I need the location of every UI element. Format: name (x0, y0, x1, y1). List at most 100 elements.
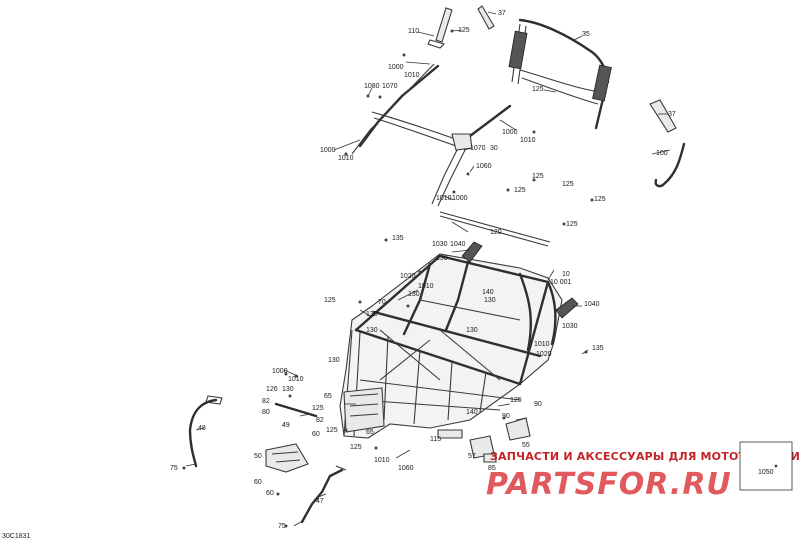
callout-55: 55 (522, 442, 530, 449)
part-47-front-rail (300, 465, 347, 524)
callout-60: 60 (254, 479, 262, 486)
callout-1000: 1000 (272, 368, 288, 375)
callout-1010: 1010 (374, 457, 390, 464)
callout-70: 70 (378, 299, 386, 306)
callout-75: 75 (278, 523, 286, 530)
part-55-plate (505, 417, 531, 441)
callout-1030: 1030 (432, 241, 448, 248)
part-30-front-roof-frame (351, 63, 512, 207)
callout-90: 90 (502, 413, 510, 420)
callout-48: 48 (198, 425, 206, 432)
fastener-dots (182, 29, 594, 528)
callout-1030: 1030 (562, 323, 578, 330)
callout-125: 125 (594, 196, 606, 203)
callout-80: 80 (262, 409, 270, 416)
callout-125: 125 (312, 405, 324, 412)
callout-130: 130 (484, 297, 496, 304)
callout-82: 82 (262, 398, 270, 405)
callout-1010: 1010 (288, 376, 304, 383)
callout-47: 47 (316, 498, 324, 505)
callout-130: 130 (328, 357, 340, 364)
watermark-logo: PARTSFOR.RU (486, 467, 732, 502)
callout-115: 115 (430, 436, 441, 443)
callout-125: 125 (350, 444, 362, 451)
callout-1020: 1020 (400, 273, 416, 280)
callout-130: 130 (408, 291, 420, 298)
callout-126: 126 (266, 386, 278, 393)
callout-1070: 1070 (470, 145, 486, 152)
part-48-front-bumper-bar (188, 395, 223, 468)
callout-85: 85 (488, 465, 496, 472)
callout-130: 130 (466, 327, 478, 334)
callout-130: 130 (366, 327, 378, 334)
callout-1000: 1000 (320, 147, 336, 154)
callout-1010: 1010 (436, 195, 452, 202)
part-37-clip (477, 5, 495, 30)
part-85-small-bracket (483, 453, 497, 463)
part-110-bracket (427, 7, 453, 49)
callout-60: 60 (266, 490, 274, 497)
callout-1000: 1000 (388, 64, 404, 71)
callout-130: 130 (436, 255, 448, 262)
callout-125: 125 (458, 27, 470, 34)
callout-1040: 1040 (584, 301, 600, 308)
callout-75: 75 (170, 465, 178, 472)
callout-90: 90 (534, 401, 542, 408)
part-35-rear-hoop (508, 18, 612, 130)
callout-82: 82 (316, 417, 324, 424)
callout-1010: 1010 (338, 155, 354, 162)
callout-65: 65 (324, 393, 332, 400)
callout-1060: 1060 (476, 163, 492, 170)
callout-125: 125 (566, 221, 578, 228)
callout-10-001: 10 001 (550, 279, 572, 286)
part-1040-upper-pad (461, 241, 483, 263)
callout-125: 125 (324, 297, 336, 304)
callout-125: 125 (562, 181, 574, 188)
callout-65: 65 (366, 429, 374, 436)
callout-140: 140 (482, 289, 494, 296)
callout-labels: 110 125 37 35 1000 1010 1080 1070 125 37… (170, 10, 676, 530)
callout-30: 30 (490, 145, 498, 152)
callout-1060: 1060 (398, 465, 414, 472)
main-frame-chassis (339, 253, 563, 439)
callout-1010: 1010 (418, 283, 434, 290)
inset-detail-1050: 1050 (739, 441, 793, 491)
part-1040-rear-pad (555, 297, 579, 319)
callout-1020: 1020 (536, 351, 552, 358)
callout-130: 130 (282, 386, 294, 393)
callout-125: 125 (326, 427, 338, 434)
callout-1000: 1000 (452, 195, 468, 202)
callout-140: 140 (466, 409, 478, 416)
callout-60: 60 (312, 431, 320, 438)
callout-120: 120 (490, 229, 502, 236)
callout-135: 135 (392, 235, 404, 242)
callout-110: 110 (408, 28, 419, 35)
callout-49: 49 (282, 422, 290, 429)
part-100-grab-handle (649, 99, 686, 188)
callout-130: 130 (366, 311, 378, 318)
callout-1070: 1070 (382, 83, 398, 90)
callout-125: 125 (514, 187, 526, 194)
drawing-code: 30C1831 (2, 533, 31, 540)
leader-lines (185, 11, 771, 527)
callout-125: 125 (532, 173, 544, 180)
callout-100: 100 (656, 150, 668, 157)
callout-37: 37 (498, 10, 506, 17)
callout-10: 10 (562, 271, 570, 278)
callout-50: 50 (254, 453, 262, 460)
callout-1010: 1010 (404, 72, 420, 79)
callout-1010: 1010 (534, 341, 550, 348)
callout-1040: 1040 (450, 241, 466, 248)
part-50-skid-bracket (265, 443, 309, 473)
part-115-bracket (437, 429, 463, 439)
callout-135: 135 (592, 345, 604, 352)
callout-37: 37 (668, 111, 676, 118)
part-120-cross-rail (439, 211, 551, 247)
callout-1080: 1080 (364, 83, 380, 90)
callout-125: 125 (510, 397, 522, 404)
callout-1000: 1000 (502, 129, 518, 136)
callout-1010: 1010 (520, 137, 536, 144)
callout-1050: 1050 (758, 469, 774, 476)
watermark: ЗАПЧАСТИ И АКСЕССУАРЫ ДЛЯ МОТОТЕХНИКИ PA… (486, 450, 800, 502)
